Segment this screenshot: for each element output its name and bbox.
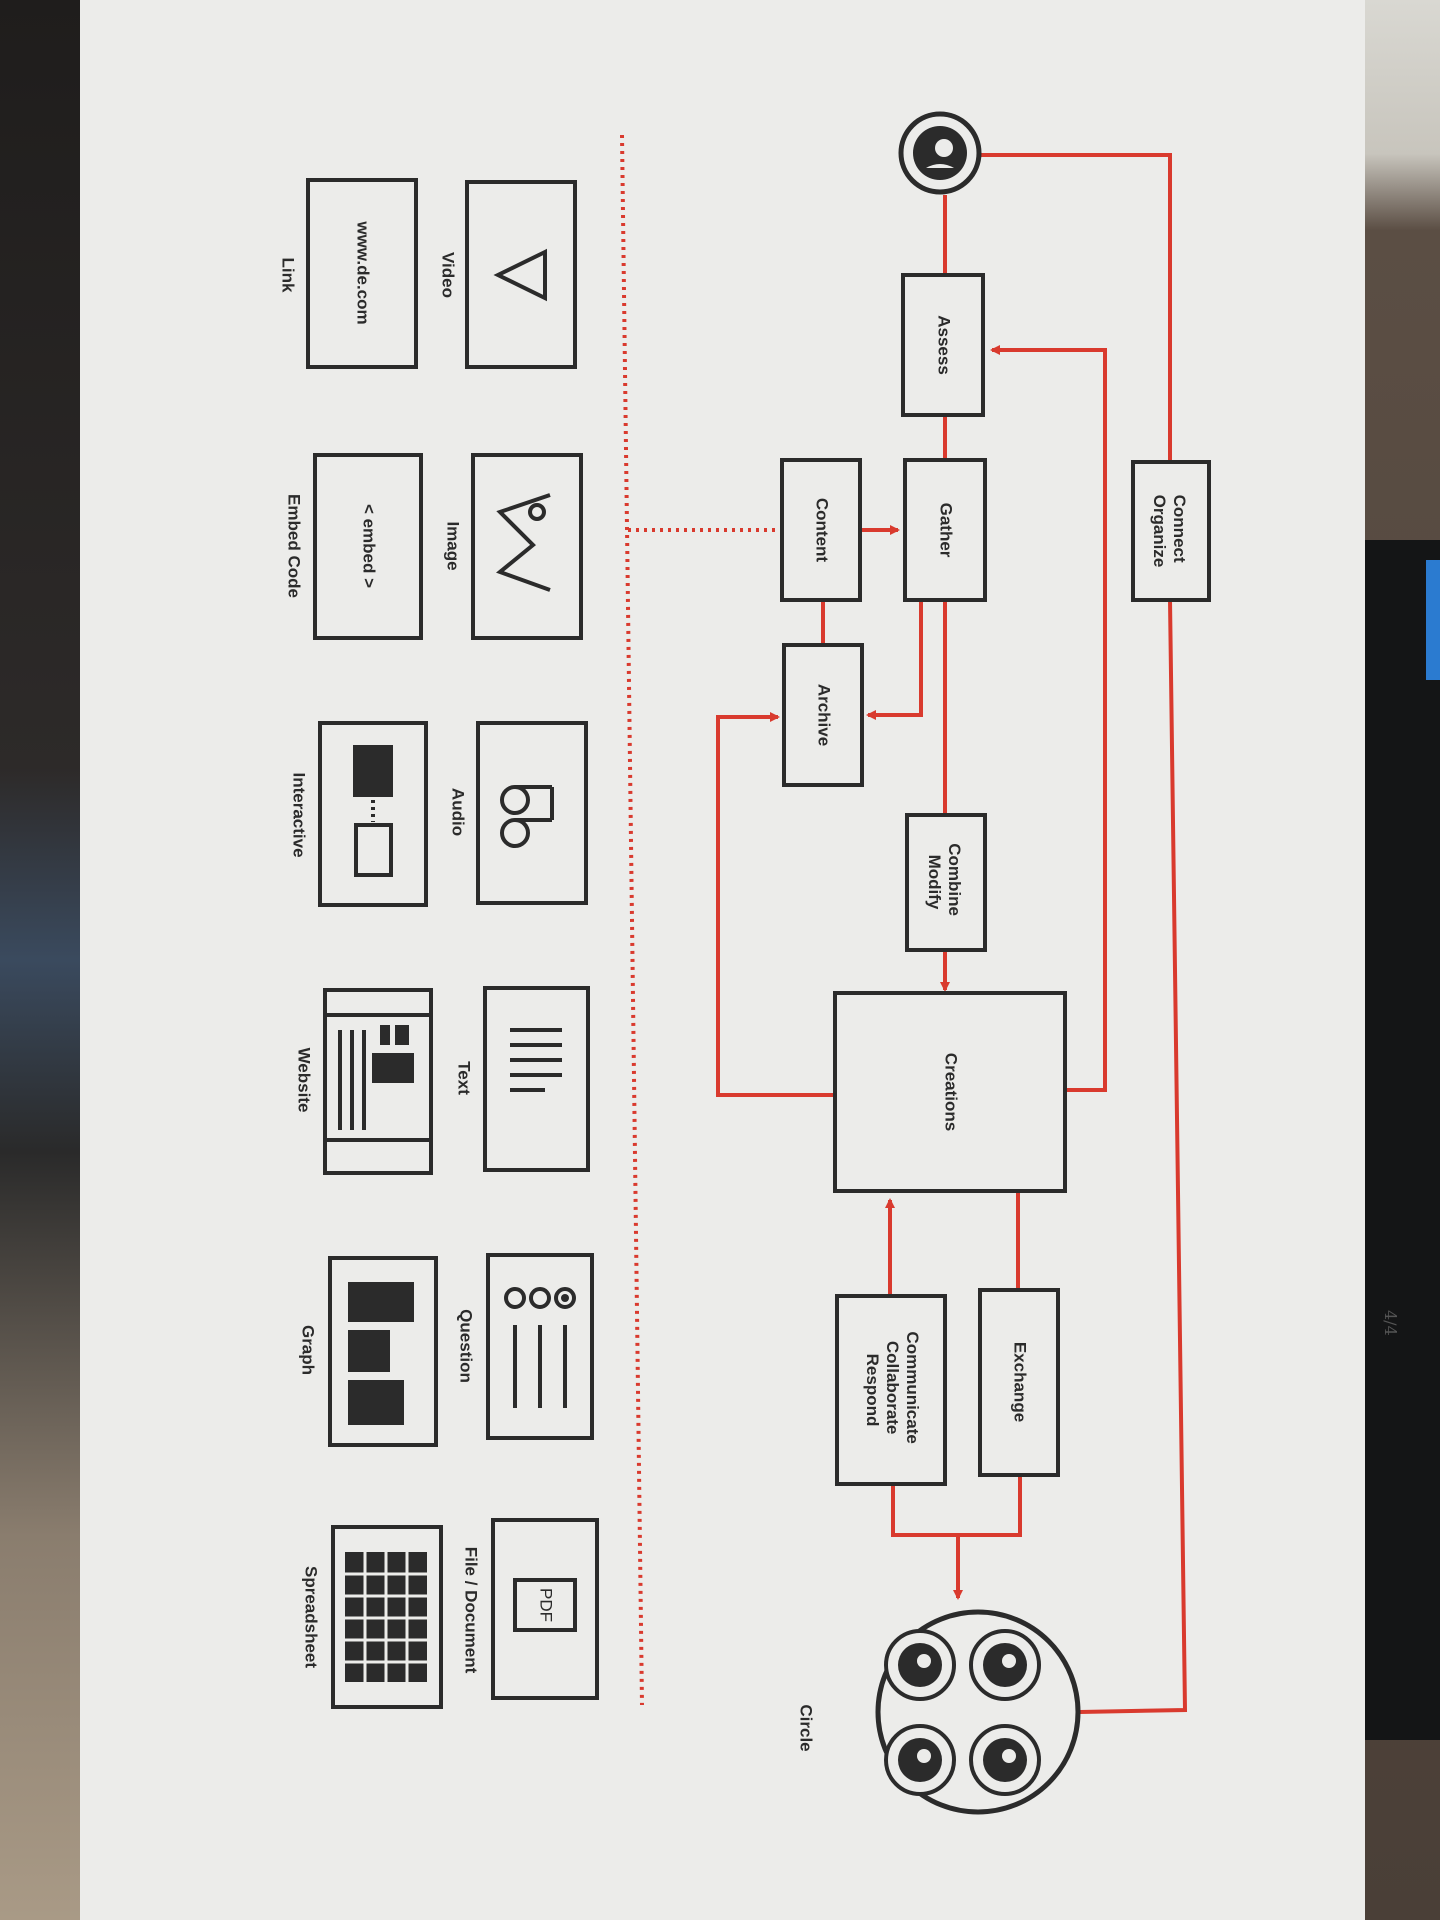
svg-text:Combine Modify: Combine Modify: [925, 843, 964, 920]
assess-box: Assess: [901, 273, 985, 417]
handwritten-note: 4/4: [1381, 1310, 1400, 1336]
gather-label: Gather: [937, 503, 956, 558]
graph-label: Graph: [299, 1325, 318, 1375]
creations-box: Creations: [833, 991, 1067, 1193]
embed-tag: < embed >: [360, 504, 379, 588]
spreadsheet-tile: [331, 1525, 443, 1709]
embed-code-label: Embed Code: [285, 494, 304, 598]
website-label: Website: [295, 1048, 314, 1113]
connect-label: Connect: [1170, 495, 1189, 563]
video-label: Video: [439, 252, 458, 298]
audio-label: Audio: [449, 788, 468, 836]
pdf-label: PDF: [537, 1588, 556, 1622]
link-url: www.de.com: [354, 220, 373, 324]
respond-label: Respond: [863, 1354, 882, 1427]
archive-box: Archive: [782, 643, 864, 787]
text-lines-icon: [510, 1028, 562, 1092]
archive-label: Archive: [815, 684, 834, 746]
desk-surface-left: [0, 0, 90, 1920]
pdf-icon: [513, 1578, 577, 1632]
image-label: Image: [444, 521, 463, 570]
tablet-device: [1350, 540, 1440, 1740]
source-block-icon: [353, 745, 393, 797]
play-icon: [493, 248, 547, 302]
interactive-tile: [318, 721, 428, 907]
embed-code-tile: < embed >: [313, 453, 423, 640]
communicate-label: Communicate: [903, 1331, 922, 1443]
svg-text:Connect Organize: Connect Organize: [1150, 495, 1189, 568]
connector-lines: [620, 134, 1188, 1714]
link-tile: www.de.com: [306, 178, 418, 369]
file-document-tile: PDF: [491, 1518, 599, 1700]
organize-label: Organize: [1150, 495, 1169, 568]
bar-graph-icon: [348, 1282, 414, 1425]
spreadsheet-grid-icon: [345, 1552, 427, 1682]
creations-label: Creations: [942, 1053, 961, 1131]
user-icon: [898, 111, 982, 195]
circle-group: [875, 1609, 1081, 1815]
radio-options-icon: [504, 1287, 576, 1408]
tablet-screen-edge: [1426, 560, 1440, 680]
assess-label: Assess: [935, 315, 954, 375]
exchange-label: Exchange: [1011, 1342, 1030, 1422]
diagram-poster: [80, 0, 1365, 1920]
svg-text:Communicate Collaborate: Communicate Collaborate Respond: [863, 1331, 922, 1448]
text-label: Text: [455, 1061, 474, 1095]
text-tile: [483, 986, 590, 1172]
connect-organize-box: Connect Organize: [1131, 460, 1211, 602]
question-tile: [486, 1253, 594, 1440]
link-label: Link: [279, 258, 298, 293]
member-icon: [969, 1629, 1041, 1701]
circle-label: Circle: [797, 1704, 816, 1751]
gather-box: Gather: [903, 458, 987, 602]
graph-tile: [328, 1256, 438, 1447]
member-icon: [969, 1724, 1041, 1796]
question-label: Question: [457, 1309, 476, 1383]
combine-label: Combine: [945, 843, 964, 916]
exchange-box: Exchange: [978, 1288, 1060, 1477]
mountain-icon: [496, 493, 551, 592]
member-icon: [884, 1724, 956, 1796]
website-tile: [323, 988, 433, 1175]
communicate-box: Communicate Collaborate Respond: [835, 1294, 947, 1486]
webpage-layout-icon: [325, 1013, 431, 1142]
content-box: Content: [780, 458, 862, 602]
content-label: Content: [813, 498, 832, 563]
interactive-label: Interactive: [290, 772, 309, 857]
member-icon: [884, 1629, 956, 1701]
audio-tile: [476, 721, 588, 905]
target-block-icon: [354, 823, 393, 877]
spreadsheet-label: Spreadsheet: [302, 1566, 321, 1668]
modify-label: Modify: [925, 855, 944, 910]
music-note-icon: [500, 785, 554, 848]
image-tile: [471, 453, 583, 640]
video-tile: [465, 180, 577, 369]
collaborate-label: Collaborate: [883, 1341, 902, 1435]
combine-modify-box: Combine Modify: [905, 813, 987, 952]
file-document-label: File / Document: [462, 1547, 481, 1674]
